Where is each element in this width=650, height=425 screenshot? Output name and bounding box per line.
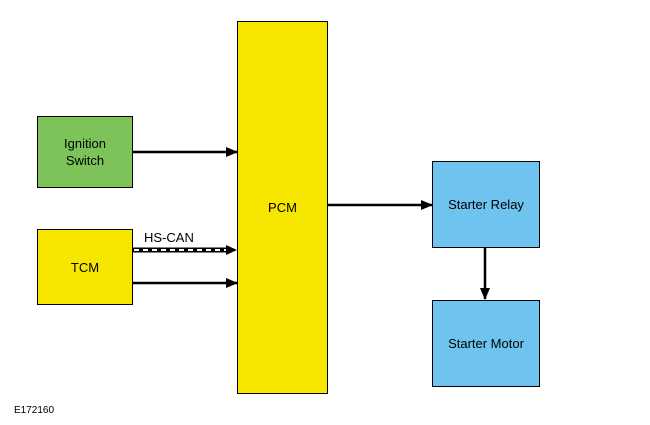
pcm-label: PCM bbox=[268, 200, 297, 215]
starter-relay-label: Starter Relay bbox=[448, 197, 524, 212]
tcm-box: TCM bbox=[37, 229, 133, 305]
tcm-label: TCM bbox=[70, 259, 100, 275]
starter-relay-box: Starter Relay bbox=[432, 161, 540, 248]
hs-can-label: HS-CAN bbox=[144, 230, 194, 245]
ignition-switch-label-line1: Ignition bbox=[64, 136, 106, 151]
starter-motor-box: Starter Motor bbox=[432, 300, 540, 387]
hs-can-bus-line bbox=[132, 245, 237, 255]
ignition-switch-label-line2: Switch bbox=[65, 153, 105, 168]
figure-id: E172160 bbox=[14, 405, 55, 416]
starter-motor-label: Starter Motor bbox=[448, 336, 524, 351]
pcm-box: PCM bbox=[237, 21, 328, 394]
ignition-switch-box: Ignition Switch bbox=[37, 116, 133, 188]
